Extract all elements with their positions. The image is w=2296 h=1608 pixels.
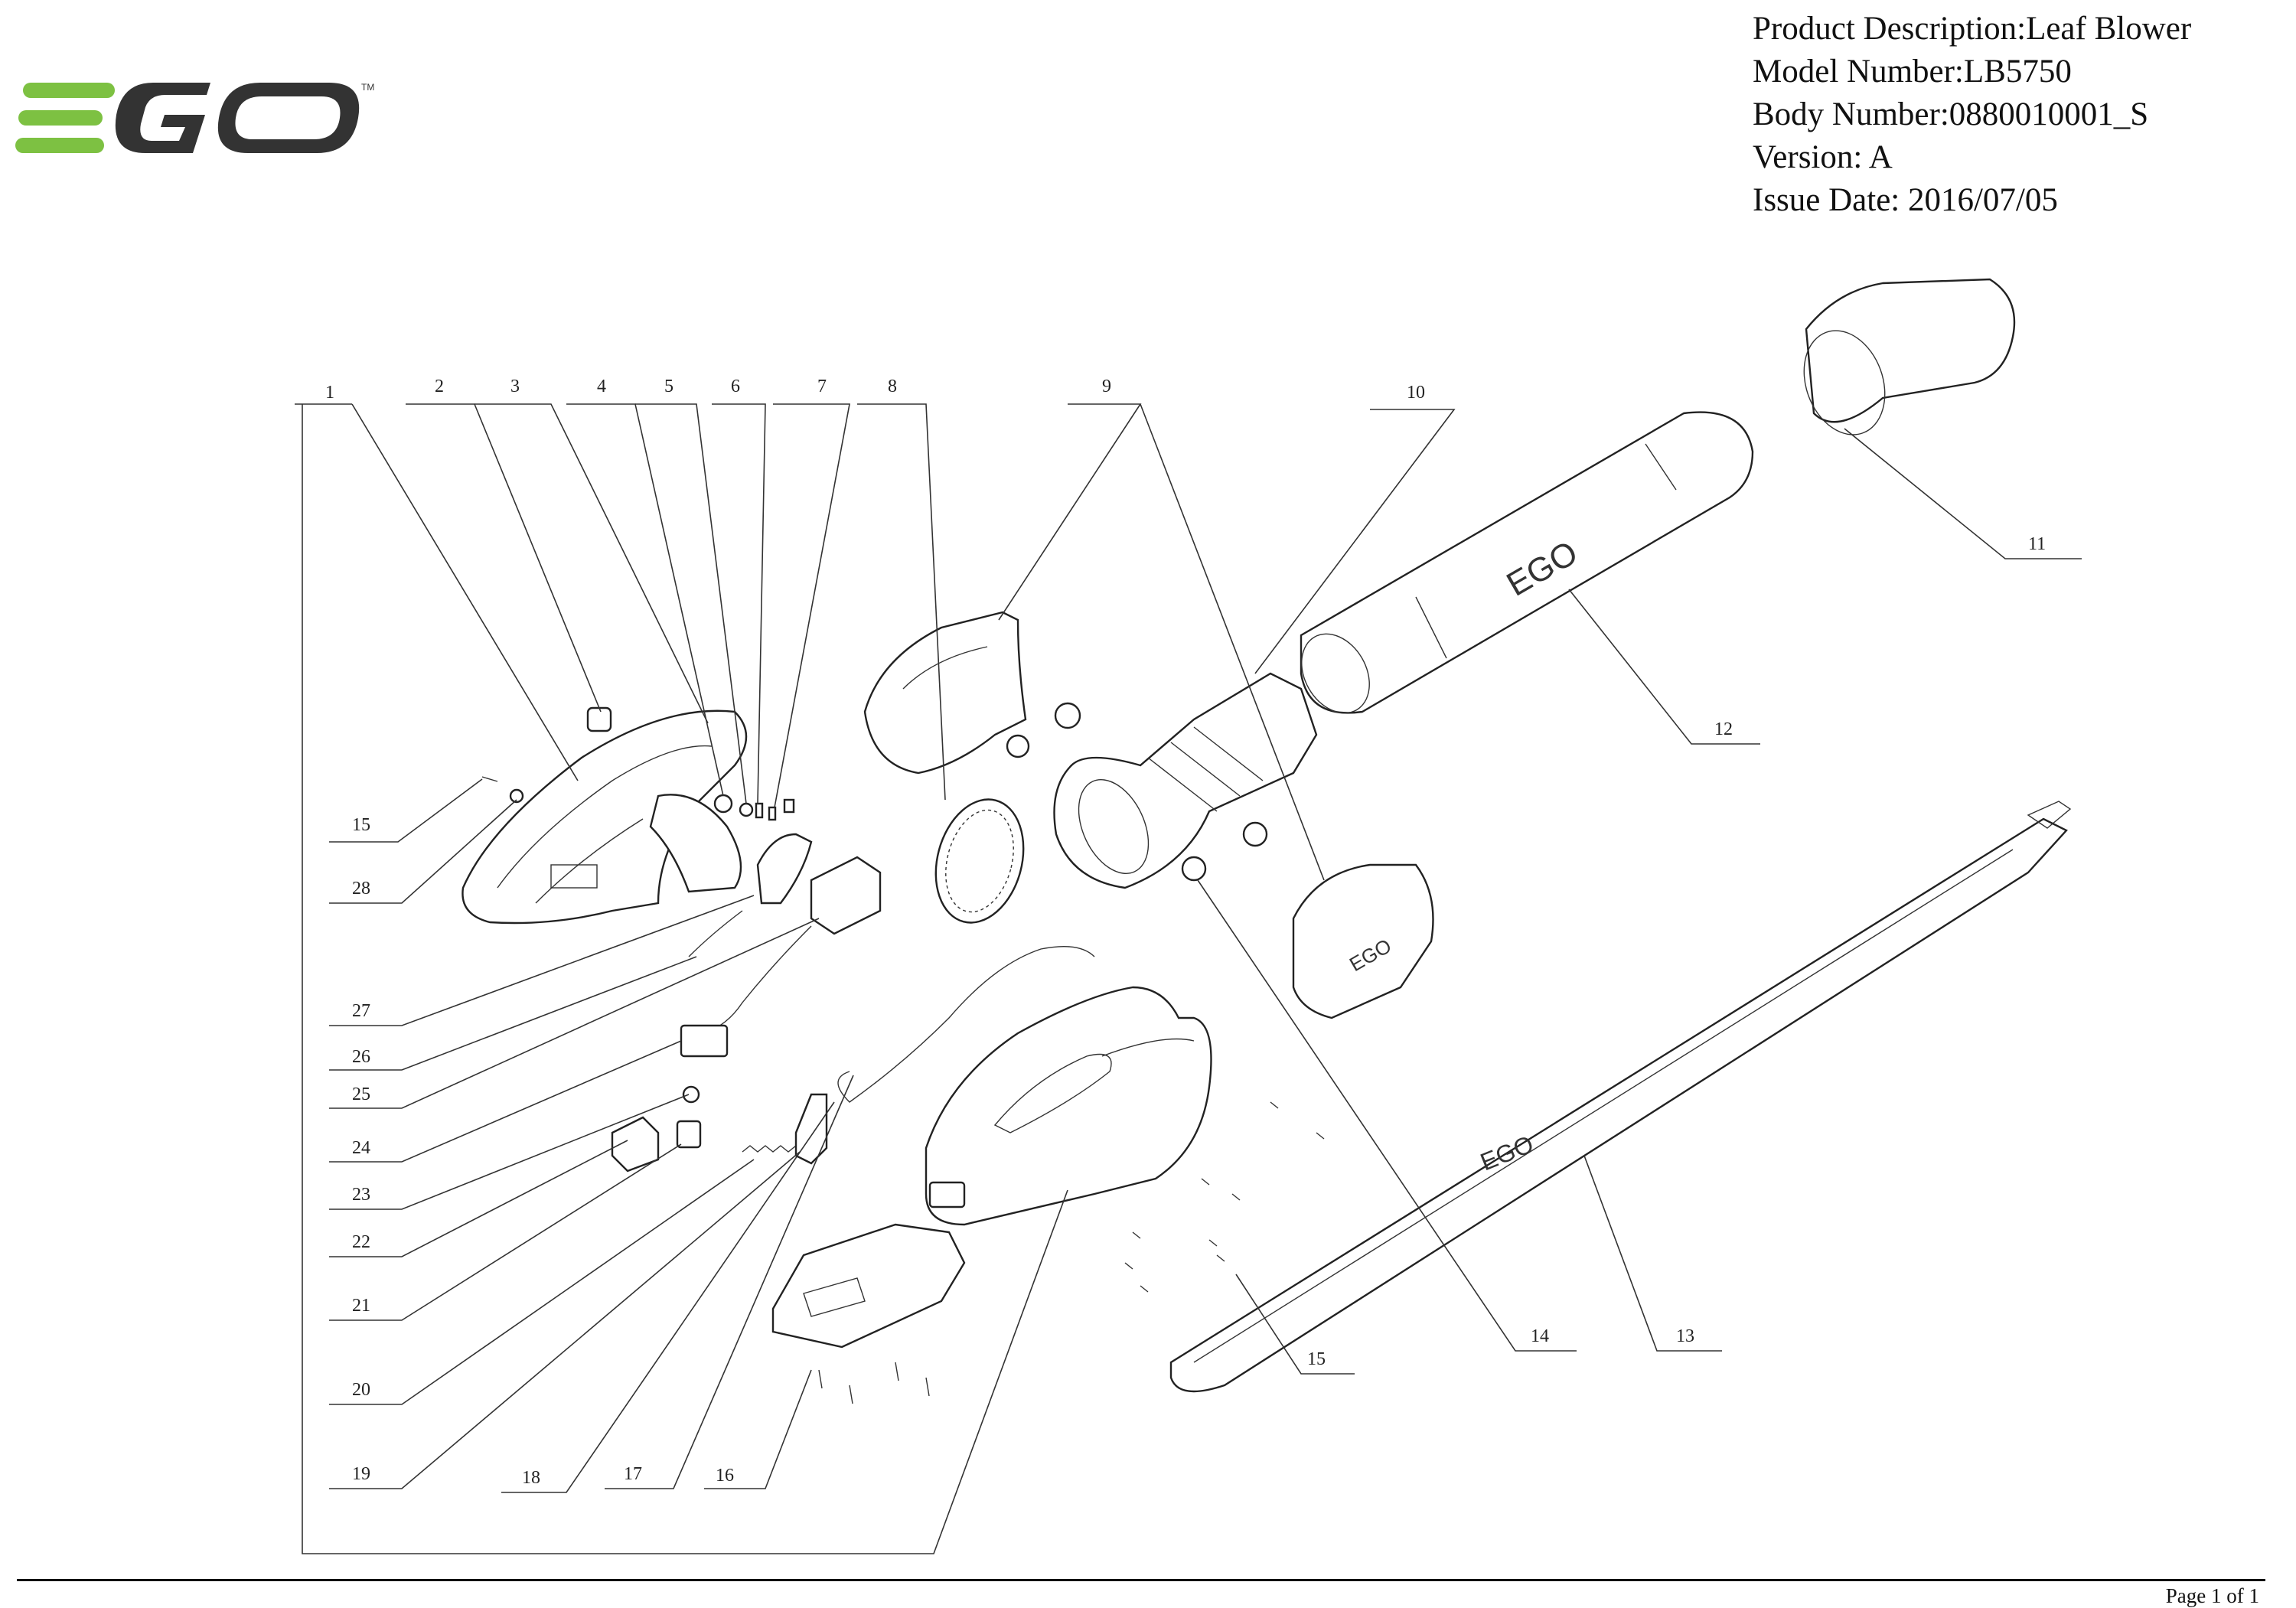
part-28 [509,788,524,804]
part-strap-13: EGO [1169,801,2072,1393]
callout-14: 14 [1531,1326,1549,1346]
part-ring-3 [713,794,733,814]
callout-24: 24 [352,1138,370,1158]
callout-1: 1 [325,383,334,403]
callout-7: 7 [817,377,827,396]
part-wire-harness [703,925,812,1034]
bearing-a [1054,702,1081,729]
callout-19: 19 [352,1464,370,1484]
callout-18: 18 [522,1468,540,1488]
callout-26: 26 [352,1047,370,1067]
part-housing-right [925,986,1212,1226]
part-fan-housing-9-upper [863,611,1027,775]
callout-20: 20 [352,1380,370,1400]
callout-21: 21 [352,1296,370,1316]
screws-15 [1124,1101,1325,1293]
part-nozzle-11 [1803,278,2016,435]
part-pin-5 [755,802,764,819]
page-number: Page 1 of 1 [2165,1584,2259,1607]
screws-16 [818,1362,930,1404]
issue-date: Issue Date: 2016/07/05 [1753,182,2058,218]
callout-6: 6 [731,377,740,396]
callout-11: 11 [2028,534,2046,554]
part-lock-22 [676,1120,702,1149]
part-latch-19 [794,1093,828,1165]
callout-22: 22 [352,1232,370,1252]
part-switch-25 [810,856,882,935]
part-motor-fan-10 [1053,672,1318,889]
part-fan-housing-9-lower: EGO [1292,863,1434,1019]
part-spring-20 [742,1145,804,1153]
part-spring-23 [682,1085,700,1104]
part-lock-21 [611,1116,660,1173]
version: Version: A [1753,139,1893,175]
part-housing-left [461,709,748,925]
ego-logo-g [115,83,210,153]
callout-15-right: 15 [1307,1349,1326,1369]
ego-logo-trademark: TM [361,82,374,93]
document-header: Product Description:Leaf Blower Model Nu… [1753,8,2288,222]
part-pin-7 [783,798,795,814]
body-number: Body Number:0880010001_S [1753,96,2149,132]
callout-5: 5 [664,377,673,396]
part-washer-4 [739,802,754,817]
callout-27: 27 [352,1001,370,1021]
callout-25: 25 [352,1085,370,1104]
part-filter-grille-8 [934,798,1025,924]
screw-15-left [481,776,498,782]
callout-9: 9 [1102,377,1111,396]
bearing-b [1006,734,1030,758]
callout-17: 17 [624,1464,642,1484]
callout-10: 10 [1407,383,1425,403]
bearing-14 [1181,856,1207,882]
part-tube-12: EGO [1300,411,1754,714]
callout-2: 2 [435,377,444,396]
callout-13: 13 [1676,1326,1694,1346]
callout-8: 8 [888,377,897,396]
ego-logo-o [217,83,360,153]
part-pin-6 [768,806,777,821]
footer-rule [17,1579,2265,1581]
callout-12: 12 [1714,719,1733,739]
callout-28: 28 [352,879,370,899]
part-trigger-27 [756,833,813,905]
bearing-c [1242,821,1268,847]
model-number: Model Number:LB5750 [1753,54,2072,90]
callout-15-left: 15 [352,815,370,835]
part-wire-17 [837,945,1095,1103]
leader-lines [295,403,2082,1554]
callout-23: 23 [352,1185,370,1205]
part-battery-cover-16 [771,1223,966,1349]
part-connector-24 [680,1024,729,1058]
ego-logo-e [15,83,115,153]
part-wire-26 [688,910,743,957]
ego-logo: TM [15,82,374,153]
callout-4: 4 [597,377,606,396]
callout-3: 3 [510,377,520,396]
callout-numbers: 1 2 3 4 5 6 7 8 9 10 11 12 15 28 27 26 2… [325,377,2046,1488]
callout-16: 16 [716,1466,734,1486]
product-description: Product Description:Leaf Blower [1753,11,2192,47]
part-clip-2 [586,706,612,732]
